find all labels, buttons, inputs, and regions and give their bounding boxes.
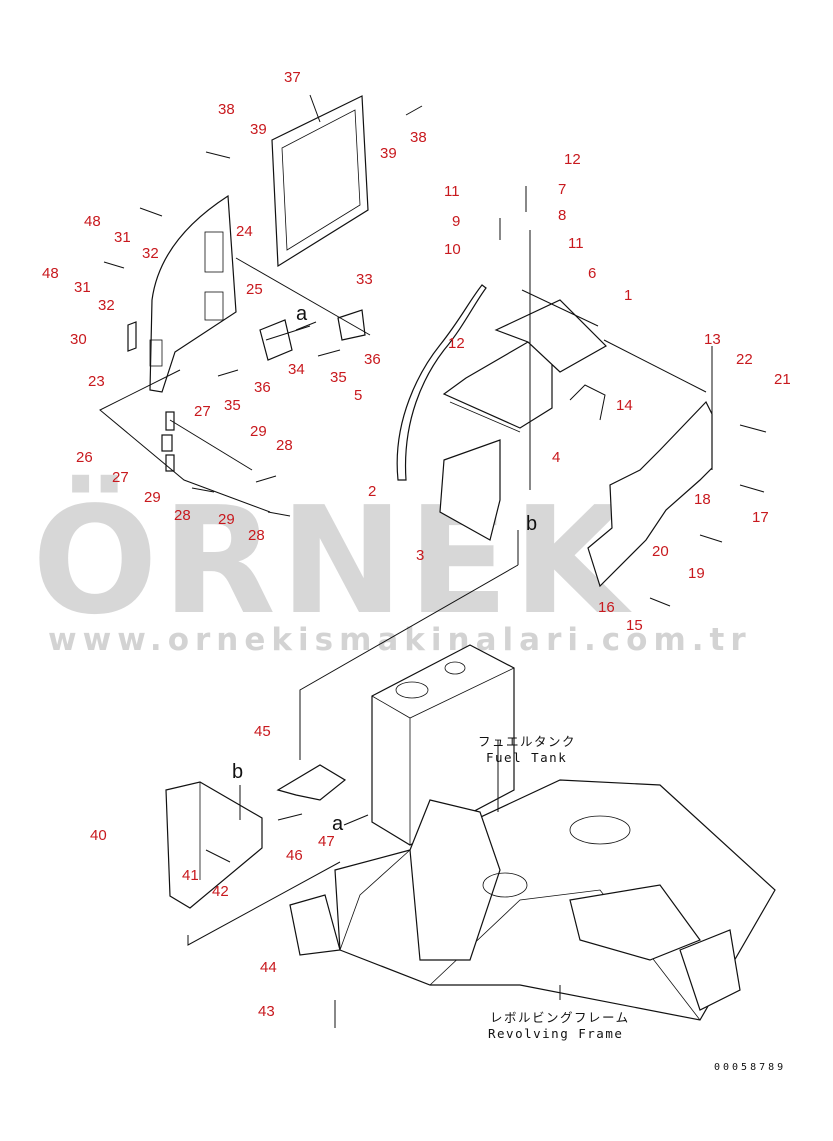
component-callouts: フュエルタンク Fuel Tank レボルビングフレーム Revolving F…	[478, 734, 786, 1073]
illustration	[99, 94, 776, 1028]
part-label: 11	[444, 183, 460, 200]
fuel-tank-label-en: Fuel Tank	[486, 750, 567, 765]
part-label: 42	[212, 883, 229, 900]
part-label: 35	[330, 369, 347, 386]
part-label: 39	[380, 145, 397, 162]
part-label: 29	[218, 511, 235, 528]
part-label: 31	[114, 229, 131, 246]
part-label: 12	[448, 335, 465, 352]
part-label: 14	[616, 397, 633, 414]
part-label: 29	[144, 489, 161, 506]
part-label: 35	[224, 397, 241, 414]
part-label: 23	[88, 373, 105, 390]
part-label: 39	[250, 121, 267, 138]
part-1-step-cover	[439, 299, 607, 541]
bolts	[103, 105, 767, 1028]
ref-marker-b: b	[232, 761, 243, 783]
ref-marker-a: a	[332, 813, 344, 835]
part-label: 8	[558, 207, 566, 224]
part-label: 36	[364, 351, 381, 368]
part-label: 2	[368, 483, 376, 500]
part-label: 32	[142, 245, 159, 262]
part-label: 27	[112, 469, 129, 486]
fuel-tank-label-jp: フュエルタンク	[478, 734, 576, 749]
part-label: 6	[588, 265, 596, 282]
part-label: 48	[84, 213, 101, 230]
part-label: 46	[286, 847, 303, 864]
part-label: 32	[98, 297, 115, 314]
part-labels: 1 2 3 4 5 6 7 8 9 10 11 11 12 12 13 14 1…	[42, 69, 791, 1020]
part-label: 4	[552, 449, 560, 466]
part-label: 20	[652, 543, 669, 560]
part-45-bracket	[276, 764, 347, 801]
part-30-plate	[127, 321, 137, 352]
part-label: 27	[194, 403, 211, 420]
part-label: 30	[70, 331, 87, 348]
revolving-frame	[289, 779, 776, 1021]
watermark: ÖRNEK www.ornekismakinalari.com.tr	[32, 474, 752, 658]
part-label: 26	[76, 449, 93, 466]
part-label: 24	[236, 223, 253, 240]
part-label: 10	[444, 241, 461, 258]
watermark-url: www.ornekismakinalari.com.tr	[48, 622, 752, 658]
part-40-box	[165, 781, 263, 909]
part-label: 7	[558, 181, 566, 198]
part-6-bar	[521, 289, 599, 327]
ref-marker-b: b	[526, 513, 537, 535]
reference-markers: a a b b	[232, 303, 537, 835]
part-5-seal	[396, 284, 487, 481]
part-label: 34	[288, 361, 305, 378]
part-label: 18	[694, 491, 711, 508]
part-label: 37	[284, 69, 301, 86]
part-label: 41	[182, 867, 199, 884]
part-label: 40	[90, 827, 107, 844]
part-label: 17	[752, 509, 769, 526]
part-label: 38	[218, 101, 235, 118]
part-label: 28	[276, 437, 293, 454]
frame-label-en: Revolving Frame	[488, 1026, 623, 1041]
part-label: 48	[42, 265, 59, 282]
part-label: 22	[736, 351, 753, 368]
part-label: 31	[74, 279, 91, 296]
part-33-bracket	[337, 309, 366, 341]
part-label: 44	[260, 959, 277, 976]
part-34-bracket	[259, 319, 293, 361]
part-label: 12	[564, 151, 581, 168]
watermark-brand: ÖRNEK	[32, 474, 633, 647]
part-37-panel	[271, 94, 369, 268]
part-label: 16	[598, 599, 615, 616]
part-23-side-cover	[149, 194, 237, 393]
part-label: 29	[250, 423, 267, 440]
part-4-handle	[569, 384, 606, 421]
ref-marker-a: a	[296, 303, 308, 325]
part-label: 5	[354, 387, 362, 404]
part-label: 1	[624, 287, 632, 304]
part-label: 43	[258, 1003, 275, 1020]
part-label: 15	[626, 617, 643, 634]
part-label: 11	[568, 235, 584, 252]
part-label: 28	[174, 507, 191, 524]
part-label: 25	[246, 281, 263, 298]
part-label: 13	[704, 331, 721, 348]
leader-lines	[99, 230, 713, 1000]
part-label: 45	[254, 723, 271, 740]
part-label: 36	[254, 379, 271, 396]
part-label: 3	[416, 547, 424, 564]
part-26-hinge	[161, 411, 175, 472]
part-label: 28	[248, 527, 265, 544]
part-label: 19	[688, 565, 705, 582]
part-label: 21	[774, 371, 791, 388]
part-label: 9	[452, 213, 460, 230]
part-label: 38	[410, 129, 427, 146]
frame-label-jp: レボルビングフレーム	[490, 1010, 630, 1025]
drawing-code: 00058789	[714, 1062, 786, 1073]
fuel-tank	[371, 644, 515, 846]
part-label: 47	[318, 833, 335, 850]
part-label: 33	[356, 271, 373, 288]
